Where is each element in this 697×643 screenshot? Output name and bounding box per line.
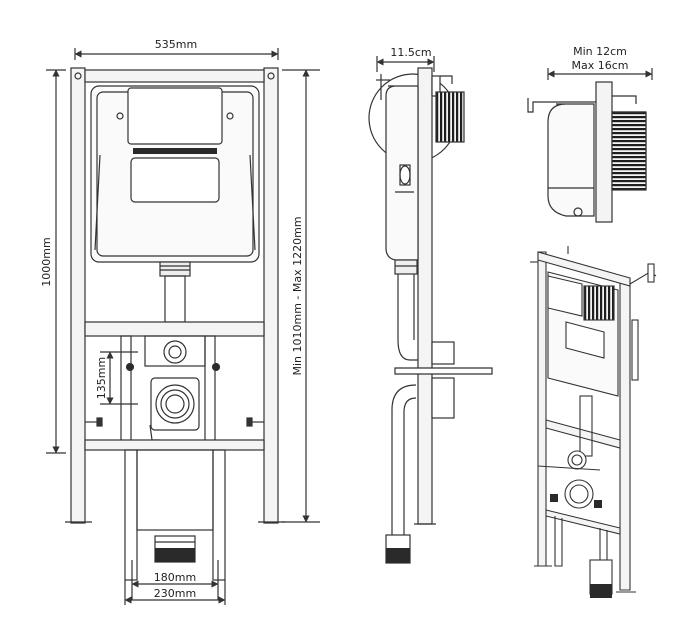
front-view: 535mm 1000mm Min 1010mm - Max 1220mm <box>40 38 320 605</box>
left-upright <box>70 67 86 524</box>
height-dimension <box>46 69 66 454</box>
right-upright <box>263 67 279 524</box>
height-label: 1000mm <box>40 237 53 286</box>
mid-rail <box>84 321 265 337</box>
width-label: 535mm <box>155 38 197 51</box>
width-dimension <box>74 48 279 60</box>
isometric-view <box>530 246 657 598</box>
side-view <box>368 56 493 564</box>
waste-height-label: 135mm <box>95 357 108 399</box>
inner-width-label: 180mm <box>154 571 196 584</box>
flush-plate-opening <box>130 157 220 203</box>
outer-width-label: 230mm <box>154 587 196 600</box>
detail-view <box>527 68 653 223</box>
adjustable-height-dimension <box>282 69 320 523</box>
adjustable-height-label: Min 1010mm - Max 1220mm <box>291 216 304 375</box>
min-depth-label: Min 12cm <box>573 45 627 58</box>
top-rail <box>84 69 265 83</box>
access-panel <box>127 87 223 145</box>
max-depth-label: Max 16cm <box>572 59 629 72</box>
depth-label: 11.5cm <box>390 46 431 59</box>
